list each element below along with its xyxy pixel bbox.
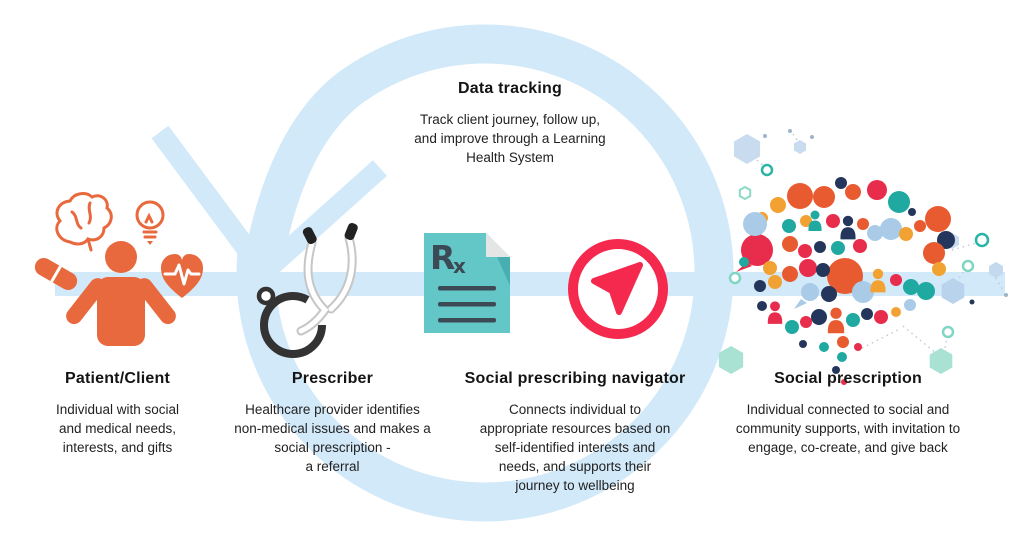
stethoscope-icon bbox=[256, 222, 358, 358]
patient-with-gifts-icon bbox=[34, 192, 203, 346]
social-prescription-heading: Social prescription bbox=[774, 370, 922, 387]
bubble-tail bbox=[794, 299, 807, 309]
pill-icon bbox=[34, 258, 78, 290]
hexagon-decorations bbox=[718, 134, 1003, 374]
stage-social-prescription: Social prescription Individual connected… bbox=[693, 370, 1003, 457]
arrowhead-left-barb bbox=[151, 125, 273, 279]
chestpiece-icon bbox=[260, 292, 326, 358]
lightbulb-icon bbox=[135, 200, 165, 245]
patient-client-body: Individual with social and medical needs… bbox=[55, 402, 180, 455]
patient-client-heading: Patient/Client bbox=[64, 370, 171, 387]
rx-document-icon: R x bbox=[424, 233, 510, 333]
prescriber-body: Healthcare provider identifies non-medic… bbox=[234, 402, 431, 474]
data-tracking-heading: Data tracking bbox=[458, 80, 562, 97]
social-prescription-body: Individual connected to social and commu… bbox=[735, 402, 961, 455]
rx-letter-x: x bbox=[453, 254, 466, 278]
brain-icon bbox=[55, 192, 113, 252]
stage-prescriber: Prescriber Healthcare provider identifie… bbox=[205, 370, 460, 476]
navigation-arrow-icon bbox=[568, 239, 668, 339]
prescriber-heading: Prescriber bbox=[291, 370, 374, 387]
earpiece-icon bbox=[302, 227, 317, 245]
heart-pulse-icon bbox=[161, 254, 203, 298]
network-nodes bbox=[728, 129, 1008, 339]
brain-dot-mosaic bbox=[739, 177, 955, 385]
mini-person-icons bbox=[767, 210, 886, 334]
person-icon bbox=[66, 241, 176, 346]
arrowhead-right-barb bbox=[256, 160, 388, 280]
stethoscope-ring-icon bbox=[256, 286, 276, 306]
earpiece-icon bbox=[344, 222, 358, 241]
stage-navigator: Social prescribing navigator Connects in… bbox=[450, 370, 700, 495]
network-links bbox=[756, 133, 1005, 355]
stage-patient-client: Patient/Client Individual with social an… bbox=[15, 370, 220, 457]
navigator-body: Connects individual to appropriate resou… bbox=[479, 402, 671, 493]
brain-network-icon bbox=[718, 129, 1008, 385]
data-tracking-section: Data tracking Track client journey, foll… bbox=[338, 80, 682, 167]
data-tracking-body: Track client journey, follow up, and imp… bbox=[414, 112, 606, 165]
navigator-heading: Social prescribing navigator bbox=[464, 370, 686, 387]
cycle-ring-end bbox=[244, 69, 366, 262]
rx-letter-r: R bbox=[430, 238, 455, 277]
